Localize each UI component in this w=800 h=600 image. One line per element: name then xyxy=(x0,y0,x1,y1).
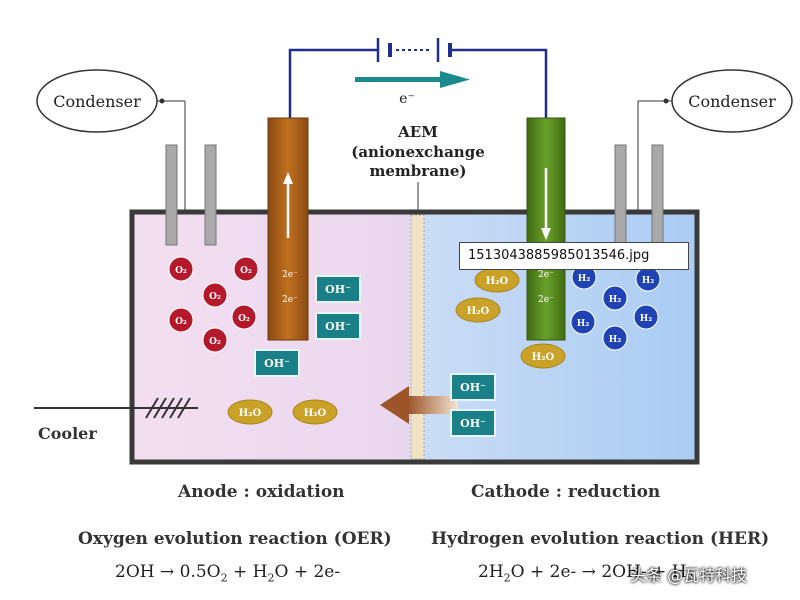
rod-electron-label: 2e⁻ xyxy=(538,270,554,280)
svg-text:H₂O: H₂O xyxy=(532,352,555,363)
svg-text:H₂: H₂ xyxy=(640,314,653,324)
svg-text:O₂: O₂ xyxy=(209,292,221,302)
oer-title: Oxygen evolution reaction (OER) xyxy=(78,529,392,549)
external-circuit: e⁻ xyxy=(288,38,548,118)
hydroxide-ion: OH⁻ xyxy=(254,349,300,377)
hydroxide-ion: OH⁻ xyxy=(315,275,361,303)
rod-electron-label: 2e⁻ xyxy=(282,270,298,280)
svg-text:Condenser: Condenser xyxy=(53,92,141,111)
hydroxide-ion: OH⁻ xyxy=(315,312,361,340)
rod-electron-label: 2e⁻ xyxy=(282,295,298,305)
her-title: Hydrogen evolution reaction (HER) xyxy=(431,529,770,549)
svg-text:H₂: H₂ xyxy=(578,274,591,284)
svg-text:O₂: O₂ xyxy=(238,314,250,324)
oer-equation: 2OH → 0.5O2 + H2O + 2e- xyxy=(115,562,341,585)
svg-text:OH⁻: OH⁻ xyxy=(460,417,486,430)
oxygen-molecule: O₂ xyxy=(231,304,257,330)
cooler-label: Cooler xyxy=(38,424,97,443)
condenser-left: Condenser xyxy=(36,69,186,228)
water-molecule: H₂O xyxy=(474,267,520,293)
hydrogen-molecule: H₂ xyxy=(570,309,596,335)
svg-text:(anionexchange: (anionexchange xyxy=(351,143,485,161)
oxygen-molecule: O₂ xyxy=(202,327,228,353)
svg-text:H₂: H₂ xyxy=(609,295,622,305)
svg-text:H₂O: H₂O xyxy=(304,408,327,419)
water-molecule: H₂O xyxy=(292,399,338,425)
anode-label: Anode : oxidation xyxy=(178,482,345,502)
oxygen-molecule: O₂ xyxy=(202,282,228,308)
svg-text:O₂: O₂ xyxy=(175,317,187,327)
oxygen-molecule: O₂ xyxy=(168,307,194,333)
svg-text:H₂: H₂ xyxy=(609,335,622,345)
rod-electron-label: 2e⁻ xyxy=(538,295,554,305)
hydrogen-molecule: H₂ xyxy=(633,304,659,330)
water-molecule: H₂O xyxy=(520,343,566,369)
anode-electrode: 2e⁻ 2e⁻ xyxy=(267,117,309,341)
svg-text:H₂O: H₂O xyxy=(467,306,490,317)
electron-flow-arrow xyxy=(355,71,470,88)
svg-text:O₂: O₂ xyxy=(209,337,221,347)
water-molecule: H₂O xyxy=(227,399,273,425)
svg-text:H₂O: H₂O xyxy=(486,276,509,287)
oxygen-molecule: O₂ xyxy=(233,256,259,282)
svg-text:Condenser: Condenser xyxy=(688,92,776,111)
condenser-right: Condenser xyxy=(637,69,793,228)
filename-tooltip: 1513043885985013546.jpg xyxy=(459,242,689,270)
species-layer: O₂ O₂ O₂ O₂ O₂ O₂ H₂ H₂ H₂ H₂ H₂ H₂ H₂O H₂O H₂O H₂O H₂O O… xyxy=(168,256,661,437)
hydrogen-molecule: H₂ xyxy=(602,325,628,351)
svg-text:AEM: AEM xyxy=(397,123,438,141)
svg-text:H₂O: H₂O xyxy=(239,408,262,419)
svg-text:OH⁻: OH⁻ xyxy=(264,357,290,370)
cathode-label: Cathode : reduction xyxy=(471,482,661,502)
hydrogen-molecule: H₂ xyxy=(602,285,628,311)
battery-icon xyxy=(376,38,452,62)
svg-text:H₂: H₂ xyxy=(577,319,590,329)
svg-text:OH⁻: OH⁻ xyxy=(460,381,486,394)
svg-text:O₂: O₂ xyxy=(240,266,252,276)
svg-text:membrane): membrane) xyxy=(370,162,467,180)
water-molecule: H₂O xyxy=(455,297,501,323)
svg-text:O₂: O₂ xyxy=(175,266,187,276)
cooler-line: Cooler xyxy=(34,397,198,443)
hydrogen-molecule: H₂ xyxy=(635,266,661,292)
cathode-electrode: 2e⁻ 2e⁻ xyxy=(526,117,566,341)
watermark-text: 头条 @瓦特科技 xyxy=(630,566,748,585)
electron-label: e⁻ xyxy=(399,91,415,107)
svg-text:OH⁻: OH⁻ xyxy=(325,320,351,333)
anion-exchange-membrane xyxy=(410,214,425,460)
hydroxide-migration-arrow xyxy=(380,386,458,424)
svg-text:H₂: H₂ xyxy=(642,276,655,286)
her-equation: 2H2O + 2e- → 2OH- + H2 xyxy=(478,562,694,585)
hydroxide-ion: OH⁻ xyxy=(450,373,496,401)
oxygen-molecule: O₂ xyxy=(168,256,194,282)
svg-text:OH⁻: OH⁻ xyxy=(325,283,351,296)
hydroxide-ion: OH⁻ xyxy=(450,409,496,437)
